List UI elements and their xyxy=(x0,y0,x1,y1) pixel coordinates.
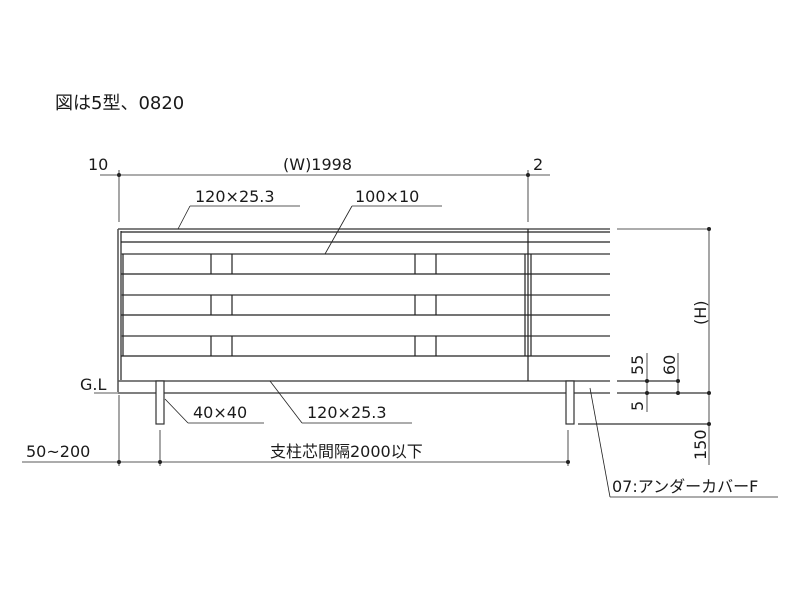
drawing-title: 図は5型、0820 xyxy=(55,93,184,114)
bottom-dimensions: 50~200 支柱芯間隔2000以下 xyxy=(22,395,570,466)
width-dimension: 10 (W)1998 2 xyxy=(88,155,550,222)
left-offset-label: 10 xyxy=(88,155,108,174)
height-label: (H) xyxy=(691,300,710,325)
under-cover-label: 07:アンダーカバーF xyxy=(612,477,758,496)
fence-panel xyxy=(117,228,610,425)
dim-55-label: 55 xyxy=(628,355,647,375)
dim-5-label: 5 xyxy=(628,401,647,411)
post-label: 40×40 xyxy=(193,403,247,422)
leader-labels: 120×25.3 100×10 40×40 120×25.3 G.L 07:アン… xyxy=(80,187,778,498)
board-label: 100×10 xyxy=(355,187,419,206)
post-spacing-label: 支柱芯間隔2000以下 xyxy=(270,442,423,461)
ground-line-label: G.L xyxy=(80,375,106,394)
right-post xyxy=(565,380,575,425)
setback-label: 50~200 xyxy=(26,442,90,461)
width-label: (W)1998 xyxy=(283,155,352,174)
left-post xyxy=(155,380,165,425)
dim-60-label: 60 xyxy=(660,355,679,375)
right-offset-label: 2 xyxy=(533,155,543,174)
top-rail-label: 120×25.3 xyxy=(195,187,275,206)
bottom-rail-label: 120×25.3 xyxy=(307,403,387,422)
dim-150-label: 150 xyxy=(691,429,710,460)
height-dimensions: (H) 55 60 5 150 xyxy=(578,227,711,465)
